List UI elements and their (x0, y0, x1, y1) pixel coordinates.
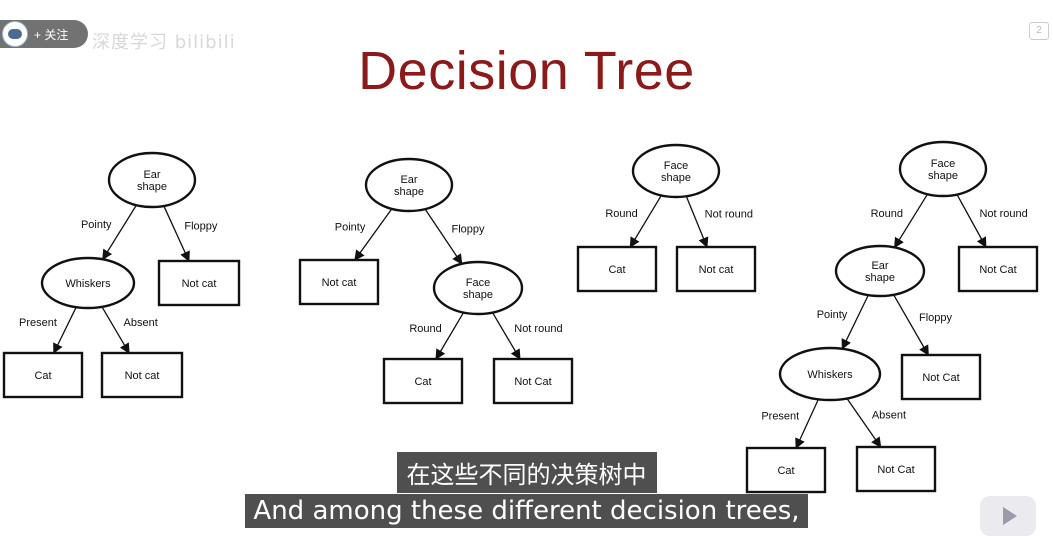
slide-title: Decision Tree (358, 41, 695, 101)
node-label: shape (865, 272, 895, 284)
tree4-edge-label: Not round (979, 208, 1027, 220)
node-label: Ear (400, 174, 417, 186)
tree1-edge-label: Present (19, 317, 57, 329)
node-label: Whiskers (807, 369, 853, 381)
tree4-leaf-node: Not Cat (900, 353, 982, 401)
tree4-edge-2 (956, 194, 987, 248)
tree2-edge-2 (424, 208, 463, 265)
node-label: Not cat (182, 278, 217, 290)
tree4-edge-5 (795, 399, 819, 449)
tree4-edge-label: Absent (872, 410, 906, 422)
tree1-edge-label: Pointy (81, 219, 112, 231)
tree4-edge-label: Round (871, 208, 903, 220)
follow-button[interactable]: + 关注 (0, 20, 88, 48)
tree2-edge-label: Round (409, 323, 441, 335)
follow-label: + 关注 (34, 27, 69, 42)
tree2-edge-label: Floppy (451, 223, 485, 235)
tree4-decision-node: Whiskers (778, 346, 882, 402)
node-label: Whiskers (65, 278, 111, 290)
channel-watermark: 深度学习 bilibili (92, 32, 236, 53)
corner-badge: 2 (1029, 22, 1049, 40)
tree1-edge-label: Absent (124, 317, 158, 329)
tree1-decision-node: Whiskers (40, 256, 136, 310)
tree4-edge-label: Floppy (919, 312, 953, 324)
node-label: Not Cat (514, 376, 551, 388)
tree2-leaf-node: Not Cat (492, 357, 574, 405)
node-label: Not Cat (922, 372, 959, 384)
subtitle-en: And among these different decision trees… (0, 494, 1053, 528)
tree2-edge-3 (435, 312, 465, 360)
tree2-leaf-node: Not cat (298, 258, 380, 306)
tree4-edge-label: Pointy (817, 309, 848, 321)
tree4-edge-3 (841, 294, 869, 350)
tree1-leaf-node: Cat (2, 351, 84, 399)
tree3-edge-label: Round (605, 208, 637, 220)
node-label: Not Cat (877, 464, 914, 476)
tree4-edge-label: Present (761, 411, 799, 423)
tree3-leaf-node: Not cat (675, 245, 757, 293)
subtitle-zh-text: 在这些不同的决策树中 (396, 452, 657, 493)
node-label: shape (928, 170, 958, 182)
node-label: Face (931, 158, 955, 170)
tree1-edge-1 (102, 204, 137, 261)
play-button[interactable] (980, 496, 1036, 536)
tree4-leaf-node: Cat (745, 446, 827, 494)
node-label: shape (463, 289, 493, 301)
tree2-edge-label: Not round (514, 323, 562, 335)
node-label: Cat (34, 370, 51, 382)
tree3-edge-2 (685, 195, 709, 248)
node-label: Face (466, 277, 490, 289)
node-label: Not cat (125, 370, 160, 382)
tree3-edge-label: Not round (705, 209, 753, 221)
tree2-edge-4 (491, 312, 521, 360)
node-label: Face (664, 160, 688, 172)
node-label: Ear (871, 260, 888, 272)
tree2-edge-label: Pointy (335, 221, 366, 233)
node-label: Cat (777, 465, 794, 477)
play-icon (1003, 507, 1017, 525)
tree1-leaf-node: Not cat (157, 259, 241, 307)
avatar (2, 21, 28, 47)
tree3-leaf-node: Cat (576, 245, 658, 293)
subtitle-zh: 在这些不同的决策树中 (0, 452, 1053, 493)
subtitle-en-text: And among these different decision trees… (245, 494, 808, 528)
node-label: Not cat (322, 277, 357, 289)
tree4-edge-1 (894, 193, 929, 249)
node-label: shape (394, 186, 424, 198)
node-label: Not cat (699, 264, 734, 276)
tree1-leaf-node: Not cat (100, 351, 184, 399)
node-label: Ear (143, 169, 160, 181)
tree1-edge-4 (101, 306, 130, 354)
tree4-leaf-node: Not Cat (855, 445, 937, 493)
node-label: shape (137, 181, 167, 193)
tree3-edge-1 (629, 195, 662, 248)
tree1-edge-label: Floppy (184, 220, 218, 232)
tree2-leaf-node: Cat (382, 357, 464, 405)
tree2-edge-1 (354, 208, 393, 261)
tree1-edge-3 (53, 306, 77, 354)
tree4-edge-6 (846, 398, 882, 448)
tree4-edge-4 (893, 294, 929, 356)
tree1-edge-2 (163, 205, 190, 262)
node-label: shape (661, 172, 691, 184)
tree4-leaf-node: Not Cat (957, 245, 1039, 293)
node-label: Cat (608, 264, 625, 276)
node-label: Cat (414, 376, 431, 388)
node-label: Not Cat (979, 264, 1016, 276)
